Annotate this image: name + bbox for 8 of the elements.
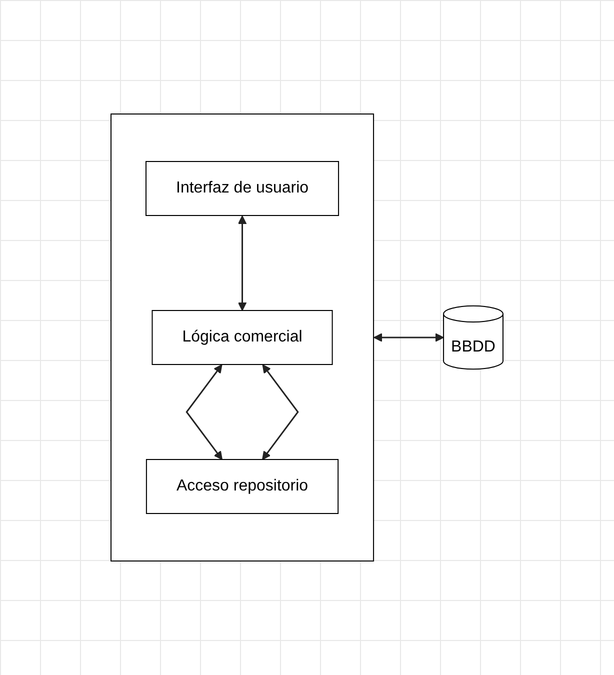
arrow [238, 216, 247, 311]
arrow [374, 333, 444, 342]
cluster [110, 114, 374, 562]
node-box: Lógica comercial [152, 310, 333, 365]
arrow [186, 364, 222, 460]
node-box: Interfaz de usuario [146, 161, 340, 216]
arrow [262, 364, 299, 460]
node-box: Acceso repositorio [146, 459, 339, 514]
